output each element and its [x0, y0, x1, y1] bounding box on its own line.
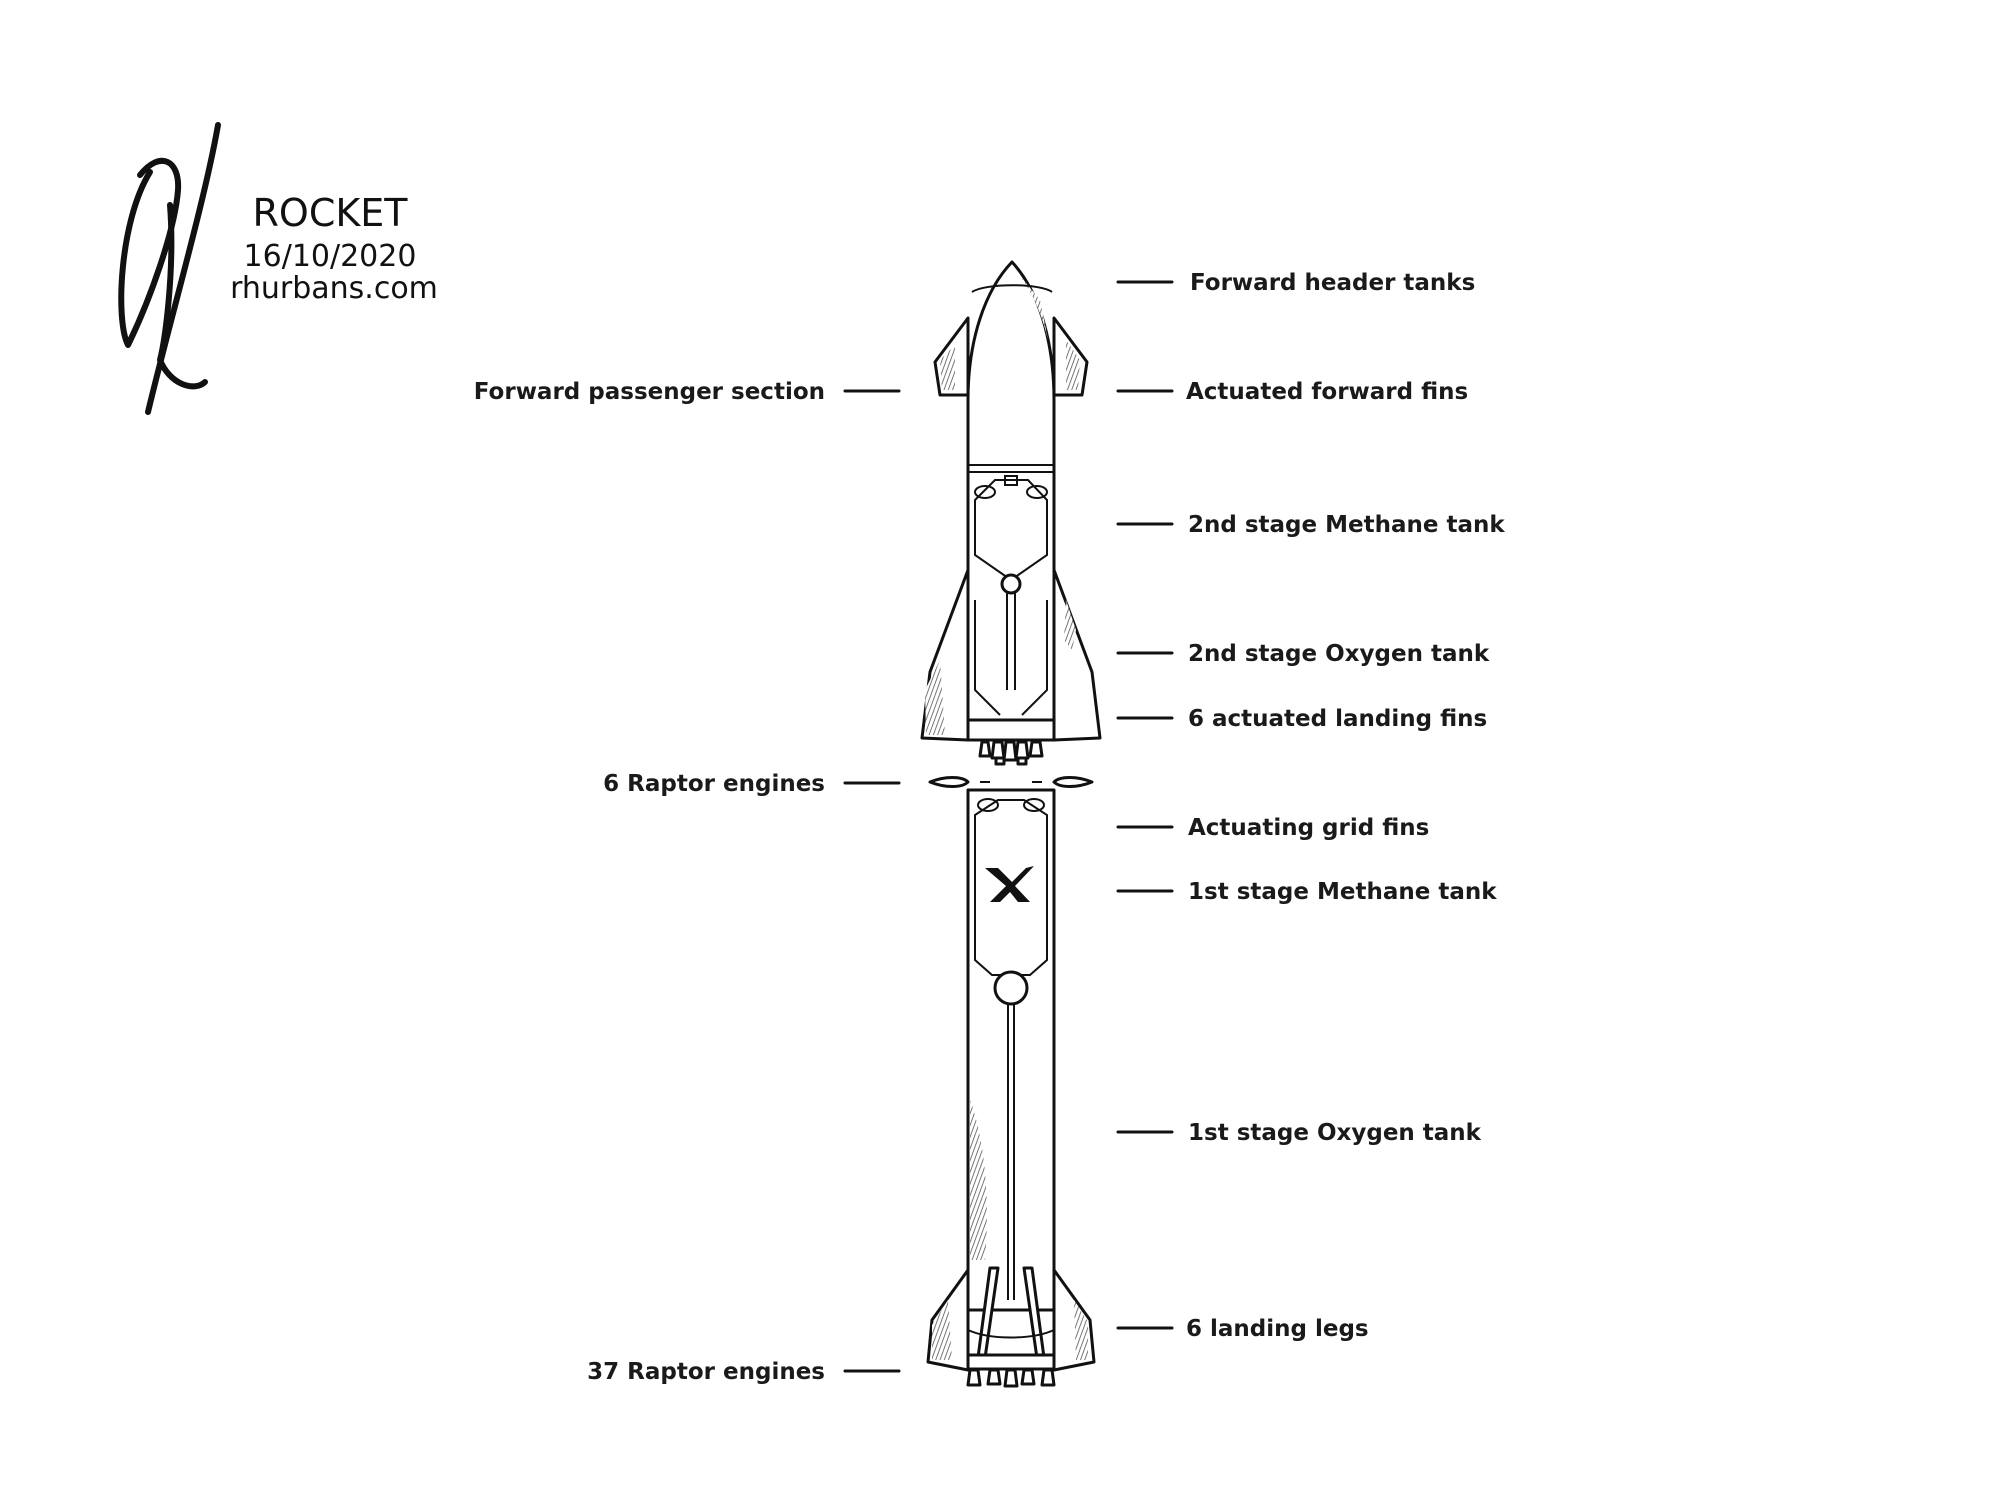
signature-mark — [118, 122, 221, 415]
labels-left: Forward passenger section 6 Raptor engin… — [474, 379, 825, 1385]
label-6-landing-legs: 6 landing legs — [1186, 1316, 1369, 1342]
aft-fin-right — [1052, 568, 1102, 742]
grid-fin-right — [1052, 776, 1094, 788]
ship-engines — [978, 740, 1044, 766]
label-2nd-stage-oxygen-tank: 2nd stage Oxygen tank — [1188, 641, 1490, 667]
booster-engines — [966, 1368, 1056, 1388]
label-actuated-forward-fins: Actuated forward fins — [1186, 379, 1468, 405]
label-forward-passenger-section: Forward passenger section — [474, 379, 825, 405]
label-2nd-stage-methane-tank: 2nd stage Methane tank — [1188, 512, 1505, 538]
label-1st-stage-methane-tank: 1st stage Methane tank — [1188, 879, 1497, 905]
label-6-raptor-engines: 6 Raptor engines — [603, 771, 825, 797]
label-actuating-grid-fins: Actuating grid fins — [1188, 815, 1429, 841]
grid-fin-left — [928, 776, 970, 788]
label-forward-header-tanks: Forward header tanks — [1190, 270, 1475, 296]
spacex-x-logo — [985, 866, 1034, 902]
label-37-raptor-engines: 37 Raptor engines — [587, 1359, 825, 1385]
header-website: rhurbans.com — [230, 271, 438, 306]
label-6-actuated-landing-fins: 6 actuated landing fins — [1188, 706, 1487, 732]
header-title: ROCKET — [253, 191, 409, 235]
labels-right: Forward header tanks Actuated forward fi… — [1186, 270, 1505, 1342]
ship-body — [966, 260, 1056, 722]
header-date: 16/10/2020 — [244, 239, 417, 274]
rocket-illustration — [920, 260, 1102, 1388]
label-1st-stage-oxygen-tank: 1st stage Oxygen tank — [1188, 1120, 1482, 1146]
leader-lines — [843, 280, 1174, 1373]
